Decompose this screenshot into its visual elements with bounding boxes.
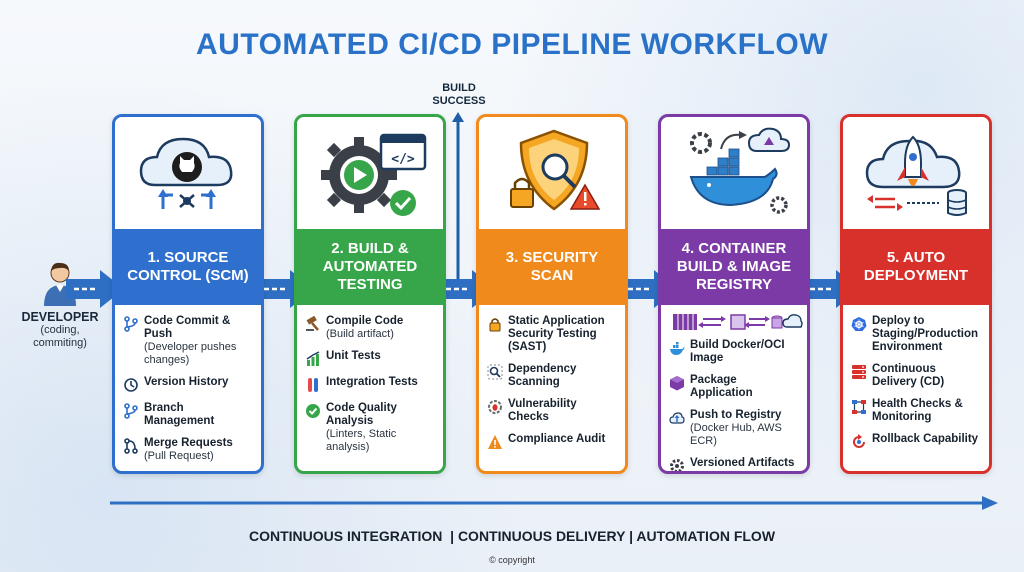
bug-gear-icon — [488, 400, 502, 414]
list-item: Compliance Audit — [487, 433, 619, 450]
branch-icon — [124, 403, 138, 419]
magnifier-icon — [487, 364, 503, 380]
list-item: Push to Registry(Docker Hub, AWS ECR) — [669, 409, 801, 448]
stage-auto-deployment: 5. AUTO DEPLOYMENT Deploy to Staging/Pro… — [840, 114, 992, 474]
developer-label: DEVELOPER — [21, 310, 99, 324]
test-tubes-icon — [308, 378, 318, 392]
list-item: Vulnerability Checks — [487, 398, 619, 424]
branch-icon — [124, 316, 138, 332]
list-item: Compile Code(Build artifact) — [305, 315, 437, 341]
list-item: Versioned Artifacts — [669, 457, 801, 471]
list-item: Branch Management — [123, 402, 255, 428]
gear-code-icon: </> — [321, 133, 427, 216]
build-success-arrow-icon — [452, 112, 464, 282]
list-item: Health Checks & Monitoring — [851, 398, 983, 424]
list-item: Dependency Scanning — [487, 363, 619, 389]
list-item: Version History — [123, 376, 255, 393]
list-item: Merge Requests(Pull Request) — [123, 437, 255, 463]
stage-header: 4. CONTAINER BUILD & IMAGE REGISTRY — [661, 229, 807, 305]
list-item: Deploy to Staging/Production Environment — [851, 315, 983, 354]
stage-security-scan: 3. SECURITY SCAN Static Application Secu… — [476, 114, 628, 474]
list-item: Build Docker/OCI Image — [669, 339, 801, 365]
stage-container-registry: 4. CONTAINER BUILD & IMAGE REGISTRY Buil… — [658, 114, 810, 474]
timeline-arrow-icon — [110, 496, 998, 510]
list-item: Code Commit & Push(Developer pushes chan… — [123, 315, 255, 367]
build-success-label: BUILD SUCCESS — [432, 82, 486, 107]
bar-chart-icon — [306, 351, 320, 366]
list-item: Rollback Capability — [851, 433, 983, 450]
shield-lock-icon — [510, 129, 601, 211]
stage-header: 2. BUILD & AUTOMATED TESTING — [297, 229, 443, 305]
warning-icon — [488, 435, 502, 449]
stage-header: 1. SOURCE CONTROL (SCM) — [115, 229, 261, 305]
stage-build-testing: </> 2. BUILD & AUTOMATED TESTING Compile… — [294, 114, 446, 474]
network-icon — [852, 400, 866, 414]
gear-icon — [670, 459, 684, 471]
history-icon — [124, 378, 138, 392]
list-item: Static Application Security Testing (SAS… — [487, 315, 619, 354]
github-cloud-icon — [139, 137, 233, 209]
container-registry-flow-icon — [673, 314, 803, 330]
list-item: Continuous Delivery (CD) — [851, 363, 983, 389]
server-icon — [852, 365, 866, 379]
cloud-upload-icon — [669, 412, 685, 424]
svg-text:</>: </> — [391, 152, 415, 167]
stage-source-control: 1. SOURCE CONTROL (SCM) Code Commit & Pu… — [112, 114, 264, 474]
list-item: Code Quality Analysis(Linters, Static an… — [305, 402, 437, 454]
list-item: Package Application — [669, 374, 801, 400]
copyright: © copyright — [489, 555, 535, 565]
footer-caption: CONTINUOUS INTEGRATION | CONTINUOUS DELI… — [248, 528, 776, 544]
lock-icon — [489, 318, 501, 332]
rocket-cloud-icon — [865, 135, 967, 216]
rollback-icon — [853, 434, 865, 448]
hammer-icon — [306, 316, 319, 331]
kubernetes-icon — [851, 317, 867, 331]
docker-whale-icon — [689, 127, 791, 214]
developer: DEVELOPER (coding, commiting) — [14, 260, 106, 350]
stage-header: 5. AUTO DEPLOYMENT — [843, 229, 989, 305]
stage-header: 3. SECURITY SCAN — [479, 229, 625, 305]
cube-icon — [670, 376, 684, 391]
list-item: Unit Tests — [305, 350, 437, 367]
list-item: Integration Tests — [305, 376, 437, 393]
page-title: AUTOMATED CI/CD PIPELINE WORKFLOW — [195, 28, 829, 61]
merge-icon — [124, 438, 138, 454]
developer-sub: (coding, commiting) — [33, 324, 87, 349]
docker-icon — [670, 342, 685, 355]
check-circle-icon — [306, 404, 320, 418]
